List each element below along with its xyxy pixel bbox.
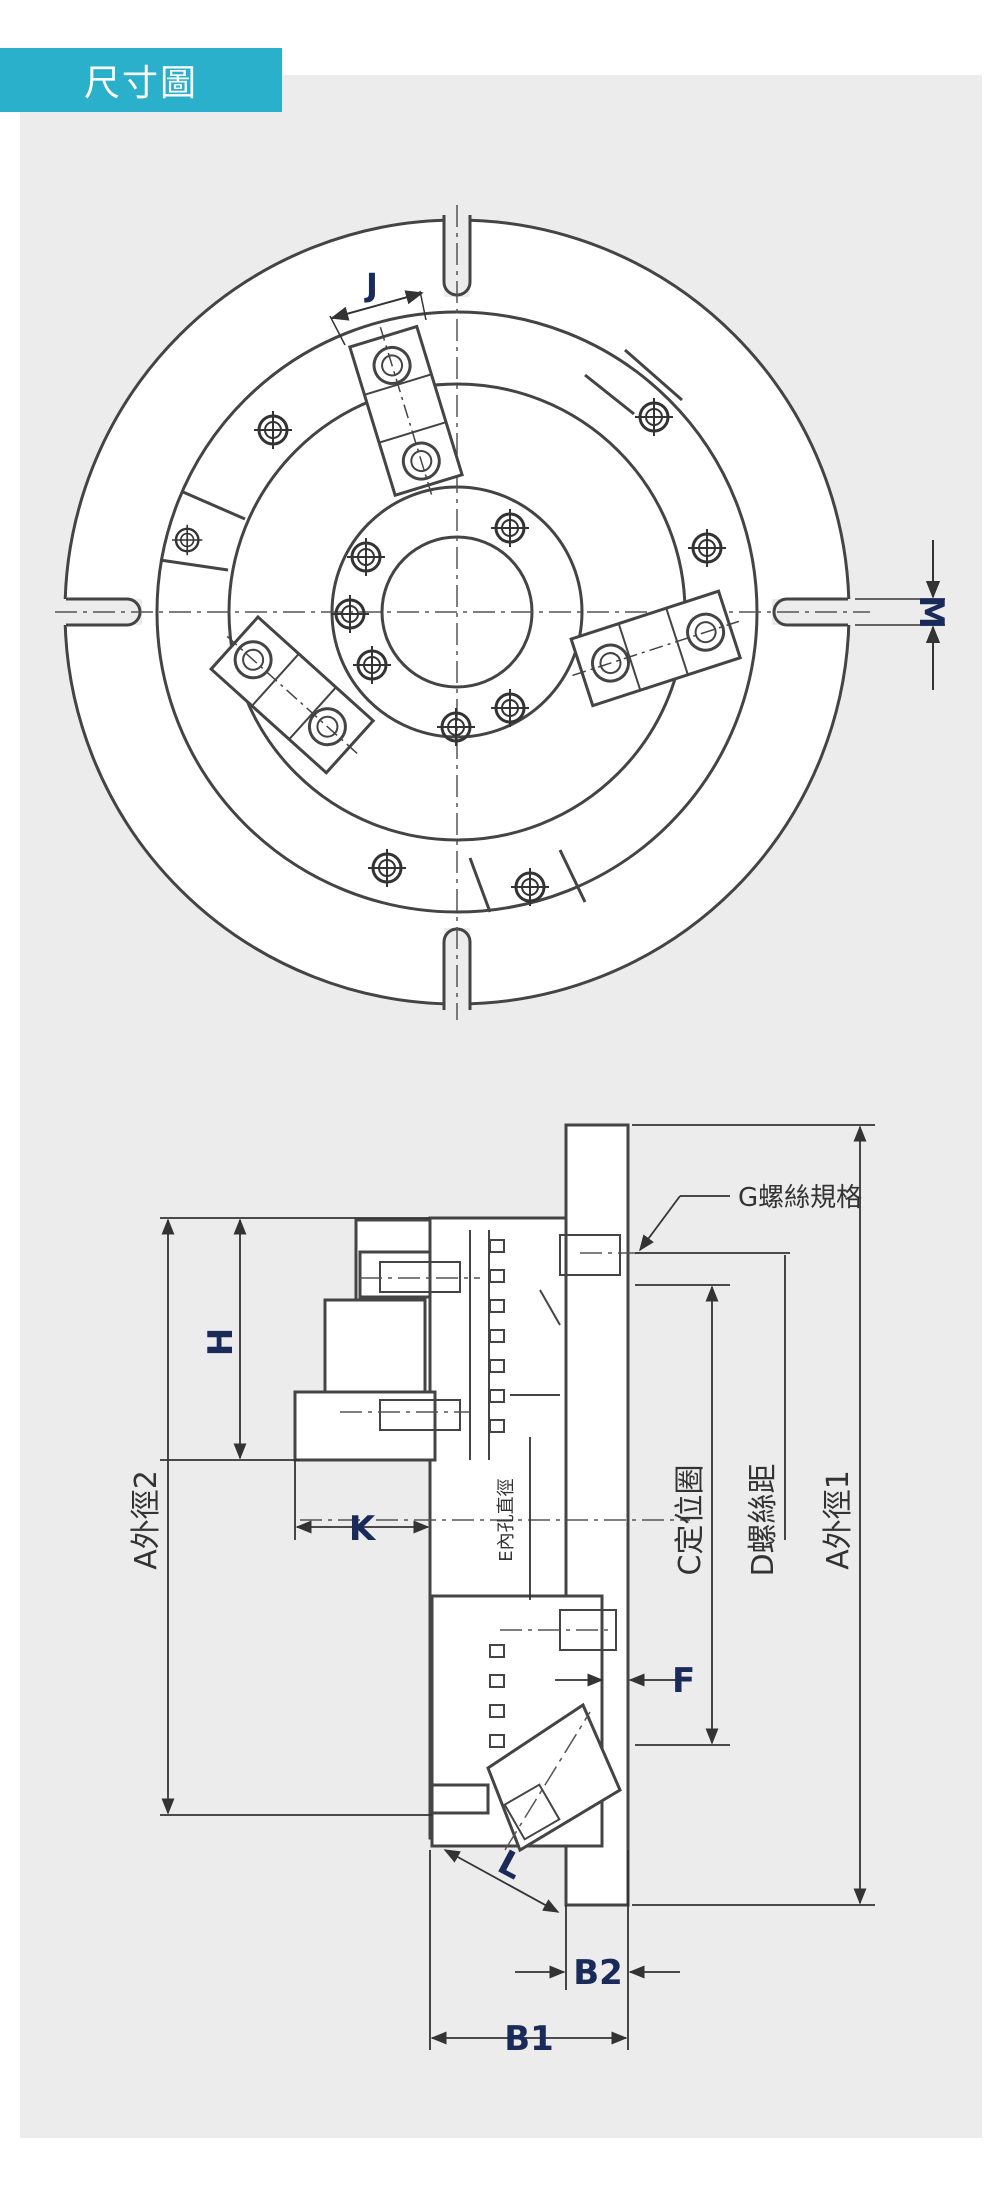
dim-M: M [855, 540, 951, 690]
label-D: D螺絲距 [746, 1463, 781, 1576]
side-labels: G螺絲規格 H K E內孔直徑 C定位圈 D螺絲距 A外徑1 A外徑2 F L … [129, 1183, 862, 2059]
label-E: E內孔直徑 [496, 1478, 517, 1561]
label-F: F [672, 1661, 695, 1701]
label-L: L [491, 1843, 529, 1888]
label-H: H [201, 1328, 241, 1356]
dim-J: J [329, 266, 427, 346]
page-title: 尺寸圖 [0, 48, 282, 112]
side-view [293, 1123, 630, 1907]
label-B1: B1 [504, 2019, 554, 2059]
side-dimensions [160, 1124, 875, 2050]
label-M: M [911, 595, 951, 629]
label-K: K [349, 1509, 377, 1549]
front-centerlines [55, 205, 870, 1020]
label-A2: A外徑2 [129, 1470, 164, 1570]
label-B2: B2 [573, 1953, 623, 1993]
label-J: J [364, 266, 378, 304]
label-C: C定位圈 [673, 1465, 708, 1576]
label-G: G螺絲規格 [738, 1183, 862, 1213]
label-A1: A外徑1 [821, 1470, 856, 1570]
side-centerlines [300, 1252, 690, 1851]
side-details [379, 1230, 621, 1841]
